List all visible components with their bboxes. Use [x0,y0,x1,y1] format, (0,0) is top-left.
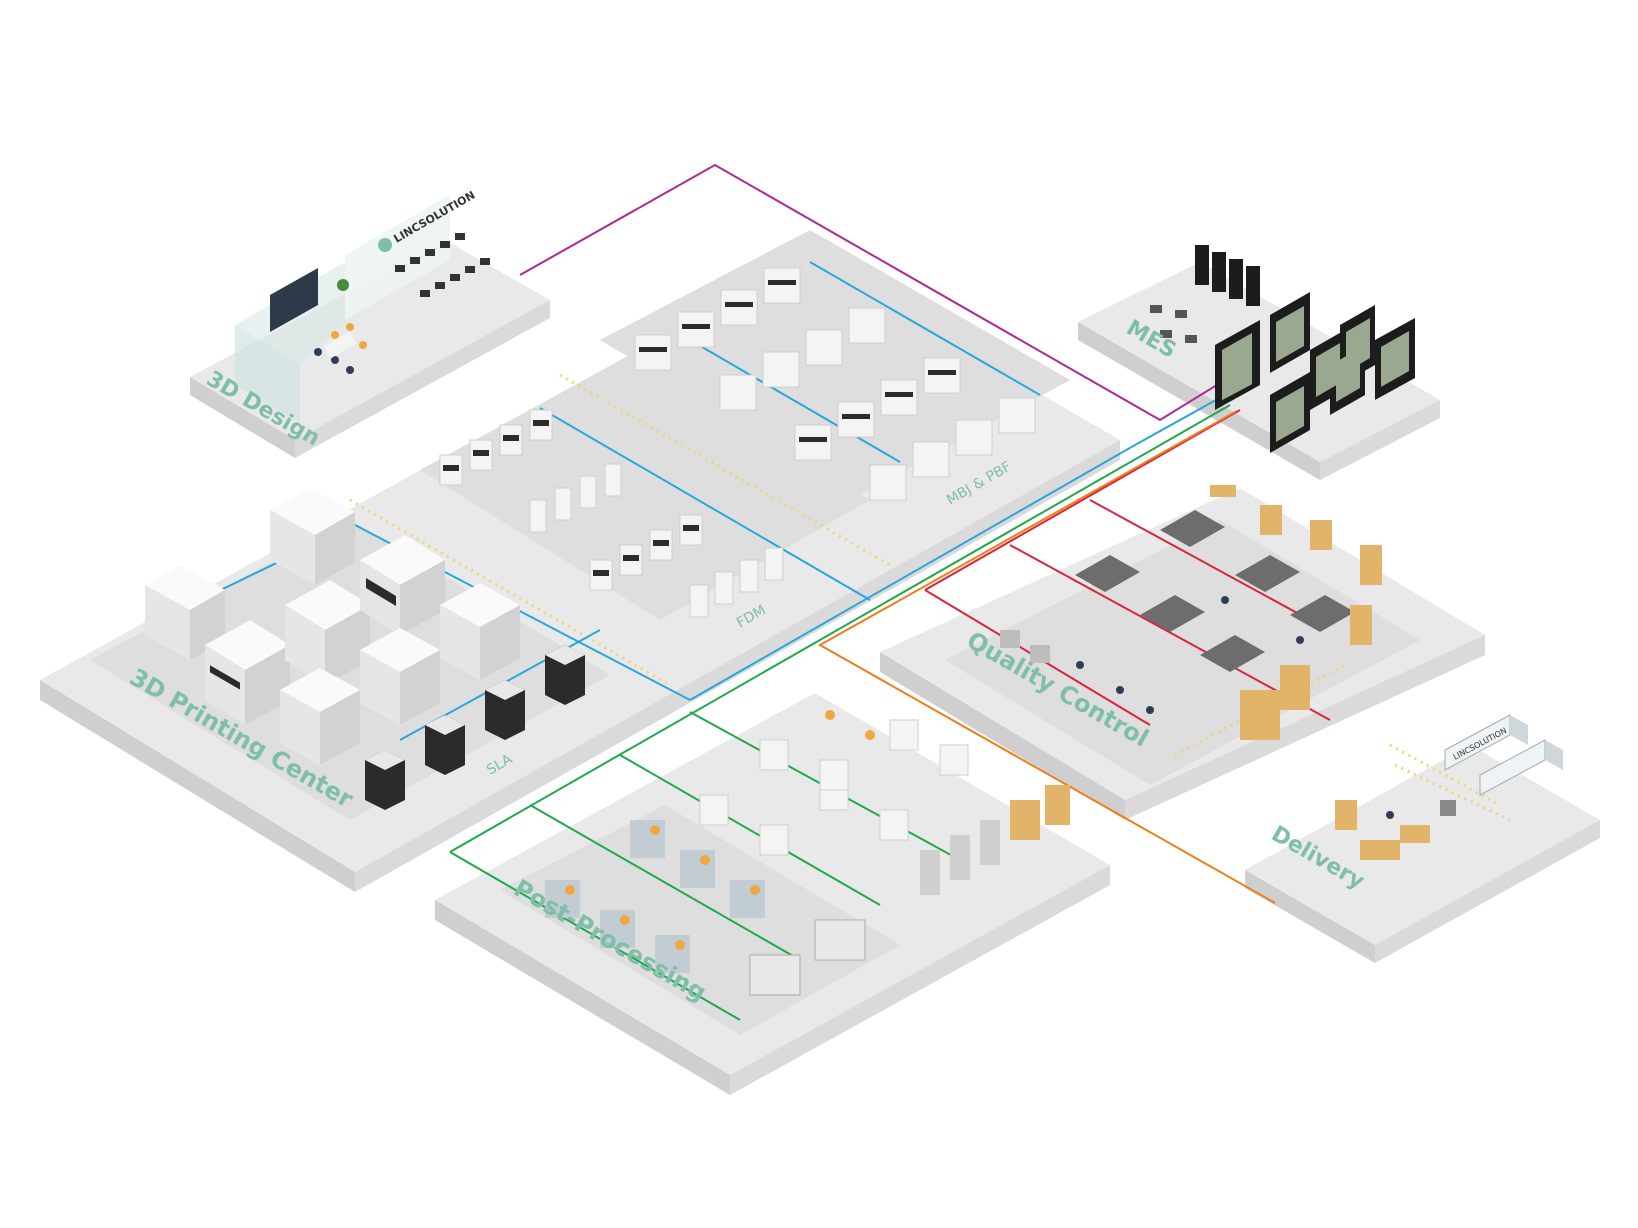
printers-mbj [634,267,1036,501]
storage-rack-icon [1210,485,1382,740]
line-design-mes [519,163,1226,422]
line-quality-mes [924,409,1241,591]
line-green-pp3 [619,754,881,906]
pp-equipment [545,710,1070,996]
forklift-icon [1440,800,1456,816]
quality-platform [880,488,1485,820]
line-blue-mbj [809,261,1041,396]
line-post-mes [449,404,1231,853]
line-red-qc3 [1089,499,1311,621]
mes-servers [1150,245,1415,453]
line-delivery-mes [817,411,1276,904]
line-blue-mbj2 [689,339,901,463]
line-green-pp [449,851,741,1021]
printers-fdm [439,409,784,618]
printers-large [145,488,585,810]
presentation-screen-icon [270,268,318,332]
robot-arm-icon [565,710,875,950]
server-rack-icon [1215,292,1415,453]
qc-equipment [1000,485,1382,740]
line-blue-fdm [539,407,871,601]
plant-icon [337,279,349,291]
line-printing-mes [689,394,1226,701]
delivery-platform [1245,745,1600,963]
hazard-stripes [349,373,1511,822]
line-green-pp2 [529,804,801,961]
